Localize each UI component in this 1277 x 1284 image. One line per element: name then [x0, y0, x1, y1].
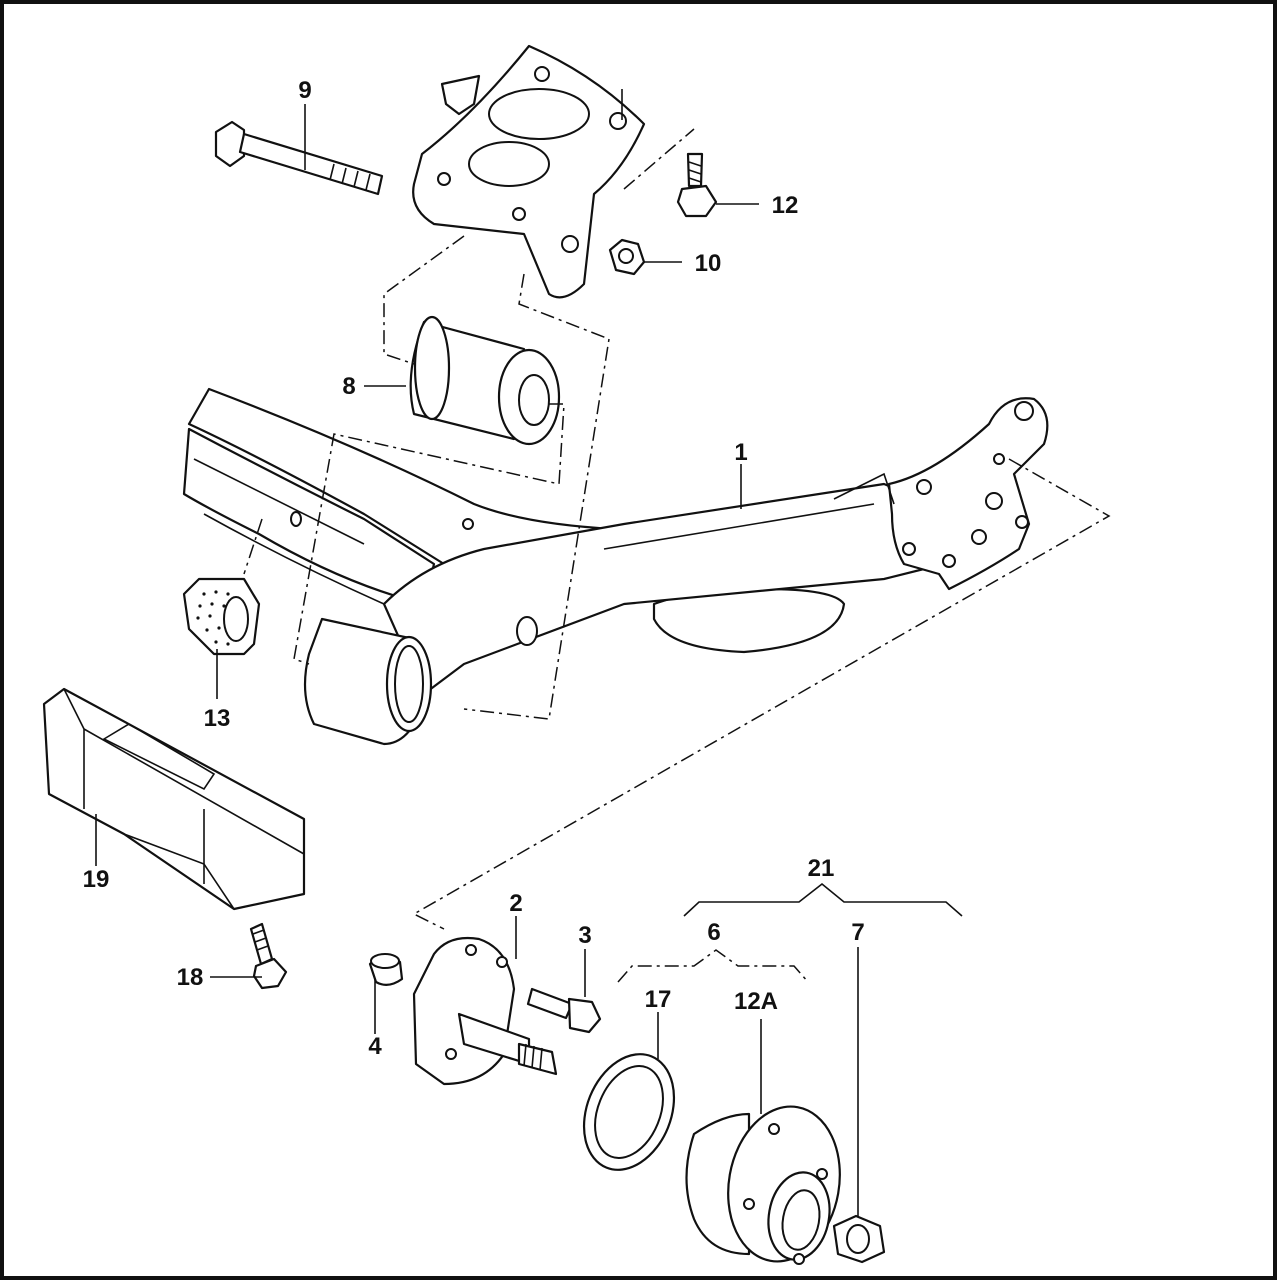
leader-lines	[95, 89, 859, 1216]
callout-12a: 12A	[734, 988, 778, 1015]
callout-6: 6	[707, 919, 720, 946]
assembly-lines	[243, 128, 1111, 930]
group-brackets	[617, 882, 963, 983]
abs-ring	[582, 1053, 676, 1171]
mounting-bracket-bolt	[676, 152, 718, 218]
callout-3: 3	[578, 922, 591, 949]
bushing	[409, 315, 561, 446]
heat-shield	[42, 687, 306, 911]
callout-21: 21	[808, 855, 835, 882]
axle-nut	[832, 1214, 886, 1264]
rear-axle-beam	[182, 387, 1049, 746]
callout-4: 4	[368, 1033, 382, 1060]
wheel-hub	[685, 1105, 841, 1265]
mounting-bracket	[412, 44, 646, 299]
bump-stop	[182, 577, 261, 656]
callout-9: 9	[298, 77, 311, 104]
stub-axle	[412, 936, 558, 1086]
callout-1: 1	[734, 439, 747, 466]
callout-7: 7	[851, 919, 864, 946]
callout-19: 19	[83, 866, 110, 893]
callout-13: 13	[204, 705, 231, 732]
callout-2: 2	[509, 890, 522, 917]
callout-10: 10	[695, 250, 722, 277]
callout-labels: 1 2 3 4 6 7 8 9 10 12 12A 13 17 18 19 21	[83, 77, 865, 1060]
callout-8: 8	[342, 373, 355, 400]
callout-12: 12	[772, 192, 799, 219]
callout-17: 17	[645, 986, 672, 1013]
exploded-parts-diagram: 1 2 3 4 6 7 8 9 10 12 12A 13 17 18 19 21	[42, 44, 1111, 1265]
long-bolt	[214, 120, 384, 196]
nut	[608, 238, 646, 276]
plug	[368, 953, 404, 986]
stub-axle-bolt	[526, 987, 602, 1034]
shield-bolt	[249, 922, 288, 990]
callout-18: 18	[177, 964, 204, 991]
